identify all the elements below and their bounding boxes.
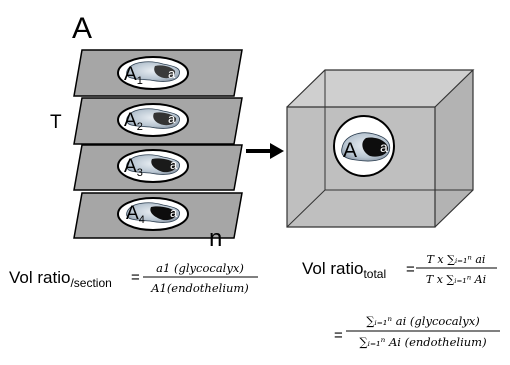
eq-total-equals: = bbox=[406, 261, 415, 278]
eq-total-denominator: T x ∑ᵢ₌₁ⁿ Ai bbox=[426, 273, 486, 286]
area-label-1: A1 bbox=[124, 64, 143, 87]
eq-total-numerator: T x ∑ᵢ₌₁ⁿ ai bbox=[427, 253, 486, 266]
vessel-3d-cross-section bbox=[333, 115, 395, 177]
eq-total-label: Vol ratiototal bbox=[302, 259, 386, 281]
section-stack: A4 a A3 a A2 bbox=[73, 49, 243, 239]
thickness-label: T bbox=[50, 112, 62, 133]
section-plate-4: A4 a bbox=[73, 192, 243, 239]
eq-final-numerator: ∑ᵢ₌₁ⁿ ai (glycocalyx) bbox=[366, 314, 480, 328]
vessel-cross-section-1 bbox=[117, 56, 189, 90]
sub-label-2: a bbox=[168, 111, 176, 126]
equation-total: Vol ratiototal = T x ∑ᵢ₌₁ⁿ ai T x ∑ᵢ₌₁ⁿ … bbox=[302, 253, 497, 286]
area-label-4: A4 bbox=[126, 203, 145, 226]
area-label-3: A3 bbox=[124, 156, 143, 179]
eq-section-equals: = bbox=[131, 269, 140, 286]
equation-section: Vol ratio/section = a1 (glycocalyx) A1(e… bbox=[9, 261, 258, 295]
vessel-cross-section-2 bbox=[117, 103, 189, 137]
sub-label-1: a bbox=[168, 66, 176, 81]
section-plate-2: A2 a bbox=[73, 97, 243, 145]
vessel-cross-section-3 bbox=[117, 149, 189, 183]
equation-final: = ∑ᵢ₌₁ⁿ ai (glycocalyx) ∑ᵢ₌₁ⁿ Ai (endoth… bbox=[334, 314, 500, 349]
eq-section-denominator: A1(endothelium) bbox=[150, 281, 249, 295]
section-count-label: n bbox=[209, 225, 222, 252]
eq-section-numerator: a1 (glycocalyx) bbox=[156, 261, 244, 275]
sub-label-4: a bbox=[170, 205, 178, 220]
sub-label-3: a bbox=[170, 157, 178, 172]
section-plate-1: A1 a bbox=[73, 49, 243, 97]
section-plate-3: A3 a bbox=[73, 144, 243, 191]
arrow-right-icon bbox=[246, 143, 284, 159]
volume-box: A a bbox=[286, 69, 475, 228]
vessel-cross-section-4 bbox=[117, 197, 189, 231]
area-label-2: A2 bbox=[124, 110, 143, 133]
eq-section-label: Vol ratio/section bbox=[9, 268, 112, 290]
volume-area-label: A bbox=[343, 139, 357, 162]
eq-final-denominator: ∑ᵢ₌₁ⁿ Ai (endothelium) bbox=[359, 335, 486, 349]
volume-sub-label: a bbox=[380, 139, 388, 155]
panel-label: A bbox=[72, 12, 92, 45]
eq-final-equals: = bbox=[334, 327, 343, 344]
